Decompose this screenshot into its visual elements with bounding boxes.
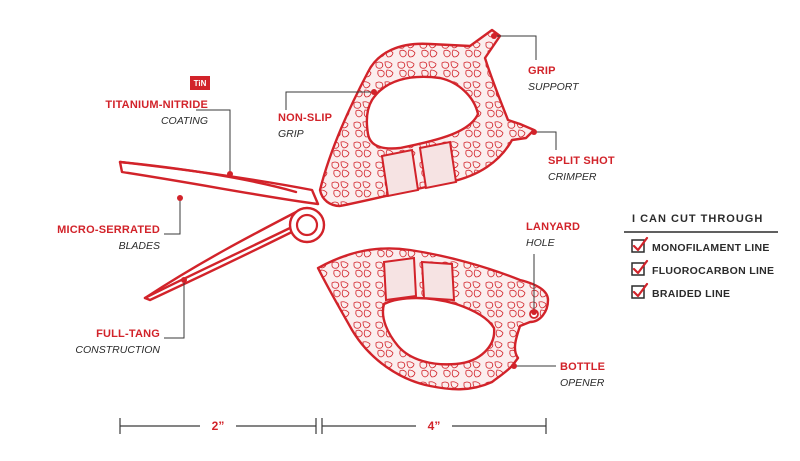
- callout-full-tang: FULL-TANG CONSTRUCTION: [75, 328, 160, 356]
- dimension-right: 4”: [321, 416, 547, 436]
- tin-badge: TiN: [190, 76, 210, 90]
- svg-text:BLADES: BLADES: [119, 240, 160, 252]
- upper-blade: [118, 160, 320, 206]
- callout-titanium-nitride: TITANIUM-NITRIDE COATING: [105, 99, 208, 127]
- panel-item-fluorocarbon: FLUOROCARBON LINE: [631, 259, 774, 277]
- checkbox-icon: [631, 262, 645, 276]
- upper-handle: [318, 28, 536, 208]
- svg-text:OPENER: OPENER: [560, 377, 605, 389]
- callout-grip-support: GRIP SUPPORT: [528, 65, 580, 93]
- svg-text:NON-SLIP: NON-SLIP: [278, 112, 332, 124]
- callout-micro-serrated: MICRO-SERRATED BLADES: [57, 224, 160, 252]
- svg-text:HOLE: HOLE: [526, 237, 556, 249]
- pivot-screw: [288, 206, 326, 244]
- svg-text:MONOFILAMENT LINE: MONOFILAMENT LINE: [652, 242, 770, 254]
- svg-text:GRIP: GRIP: [278, 128, 304, 140]
- checkbox-icon: [631, 285, 645, 299]
- svg-text:GRIP: GRIP: [528, 65, 556, 77]
- panel-item-braided: BRAIDED LINE: [631, 282, 730, 300]
- leader-fulltang: [164, 277, 187, 339]
- callout-split-shot: SPLIT SHOT CRIMPER: [548, 155, 615, 183]
- leader-splitshot: [531, 129, 557, 150]
- lower-handle: [316, 247, 550, 391]
- svg-text:FLUOROCARBON LINE: FLUOROCARBON LINE: [652, 265, 774, 277]
- panel-title: I CAN CUT THROUGH: [632, 213, 763, 225]
- leader-serrated: [164, 195, 183, 235]
- svg-text:COATING: COATING: [161, 115, 208, 127]
- checkmark-icon: [632, 236, 649, 252]
- svg-text:4”: 4”: [428, 419, 441, 433]
- svg-text:BOTTLE: BOTTLE: [560, 361, 605, 373]
- panel-item-monofilament: MONOFILAMENT LINE: [631, 236, 770, 254]
- checkbox-icon: [631, 239, 645, 253]
- checkmark-icon: [632, 282, 649, 298]
- svg-text:MICRO-SERRATED: MICRO-SERRATED: [57, 224, 160, 236]
- svg-text:BRAIDED LINE: BRAIDED LINE: [652, 288, 730, 300]
- svg-text:FULL-TANG: FULL-TANG: [96, 328, 160, 340]
- leader-grip: [491, 33, 537, 60]
- svg-text:TiN: TiN: [194, 79, 207, 88]
- cut-through-panel: I CAN CUT THROUGH MONOFILAMENT LINE FLUO…: [624, 213, 778, 300]
- svg-text:SPLIT SHOT: SPLIT SHOT: [548, 155, 615, 167]
- leader-nonslip: [285, 89, 377, 110]
- leader-titanium: [196, 109, 233, 177]
- svg-text:SUPPORT: SUPPORT: [528, 81, 580, 93]
- leader-lanyard: [531, 254, 537, 315]
- svg-text:CONSTRUCTION: CONSTRUCTION: [75, 344, 160, 356]
- callout-lanyard-hole: LANYARD HOLE: [526, 221, 580, 249]
- dimension-left: 2”: [119, 416, 317, 436]
- svg-text:2”: 2”: [212, 419, 225, 433]
- callout-non-slip: NON-SLIP GRIP: [278, 112, 332, 140]
- svg-text:TITANIUM-NITRIDE: TITANIUM-NITRIDE: [105, 99, 208, 111]
- callout-bottle-opener: BOTTLE OPENER: [560, 361, 605, 389]
- leader-bottle: [511, 363, 556, 369]
- blade-outer-edge: [118, 160, 298, 300]
- checkmark-icon: [632, 259, 649, 275]
- svg-text:CRIMPER: CRIMPER: [548, 171, 597, 183]
- svg-text:LANYARD: LANYARD: [526, 221, 580, 233]
